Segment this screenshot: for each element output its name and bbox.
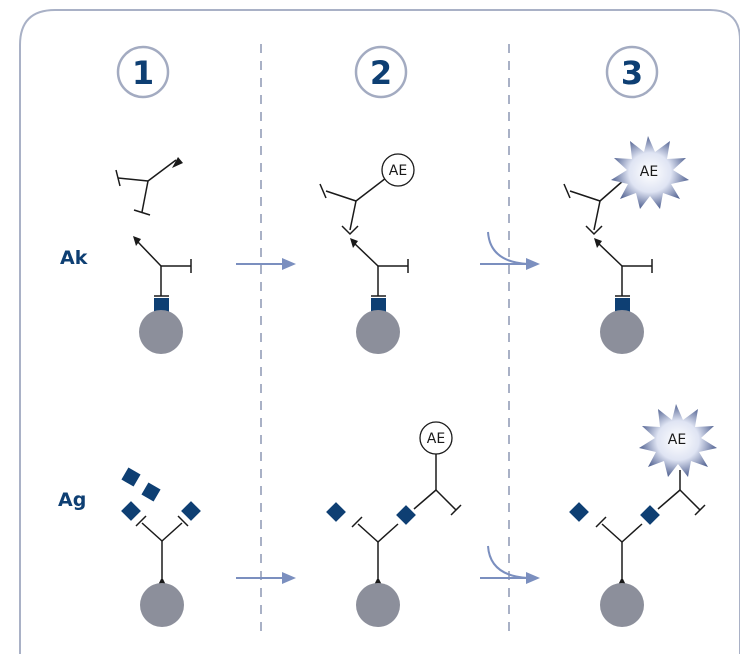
arrow-step-1-to-2-ag (236, 572, 296, 584)
bead (600, 583, 644, 627)
ae-label-step-2-ak: AE (381, 153, 415, 187)
ae-circle (419, 421, 453, 455)
panel-frame (19, 9, 740, 654)
complex-step-2-ag (351, 454, 462, 578)
row-label-ak: Ak (60, 247, 88, 269)
step-2-circle (354, 45, 408, 99)
step-3-circle (605, 45, 659, 99)
ae-text: AE (389, 163, 407, 179)
step-1-label: 1 (132, 54, 154, 92)
bead-antibody-ag-1 (135, 515, 189, 578)
bead-tag (371, 298, 386, 313)
arrow-step-2-to-3-ak (480, 231, 540, 270)
ae-text: AE (427, 431, 445, 447)
free-antigen (141, 482, 161, 502)
ae-text: AE (668, 432, 686, 448)
complex-step-3-ag (595, 470, 706, 578)
ae-burst-step-3-ak: AE (611, 136, 689, 209)
row-label-ag: Ag (58, 489, 86, 511)
ae-circle (381, 153, 415, 187)
bead (139, 310, 183, 354)
step-3-label: 3 (621, 54, 643, 92)
free-antigen (121, 467, 141, 487)
bead (600, 310, 644, 354)
burst-icon (611, 136, 689, 209)
complex-step-2-ak (319, 177, 409, 297)
free-antigen (326, 502, 346, 522)
bead (356, 583, 400, 627)
bead-tag (615, 298, 630, 313)
bead-antibody-1 (133, 236, 192, 354)
free-antigen (569, 502, 589, 522)
bound-antigen (181, 501, 201, 521)
step-1-circle (116, 45, 170, 99)
free-antibody (115, 157, 183, 216)
ae-burst-step-3-ag: AE (639, 404, 717, 477)
complex-step-3-ak (563, 179, 653, 297)
burst-icon (639, 404, 717, 477)
ae-label-step-2-ag: AE (419, 421, 453, 455)
bead-tag (154, 298, 169, 313)
bound-antigen (121, 501, 141, 521)
bound-antigen (396, 505, 416, 525)
arrow-step-1-to-2-ak (236, 258, 296, 270)
step-2-header: 2 (354, 45, 408, 99)
step-1-header: 1 (116, 45, 170, 99)
step-2-label: 2 (370, 54, 392, 92)
bound-antigen (640, 505, 660, 525)
bead (140, 583, 184, 627)
step-3-header: 3 (605, 45, 659, 99)
ae-text: AE (640, 164, 658, 180)
bead (356, 310, 400, 354)
arrow-step-2-to-3-ag (480, 545, 540, 584)
